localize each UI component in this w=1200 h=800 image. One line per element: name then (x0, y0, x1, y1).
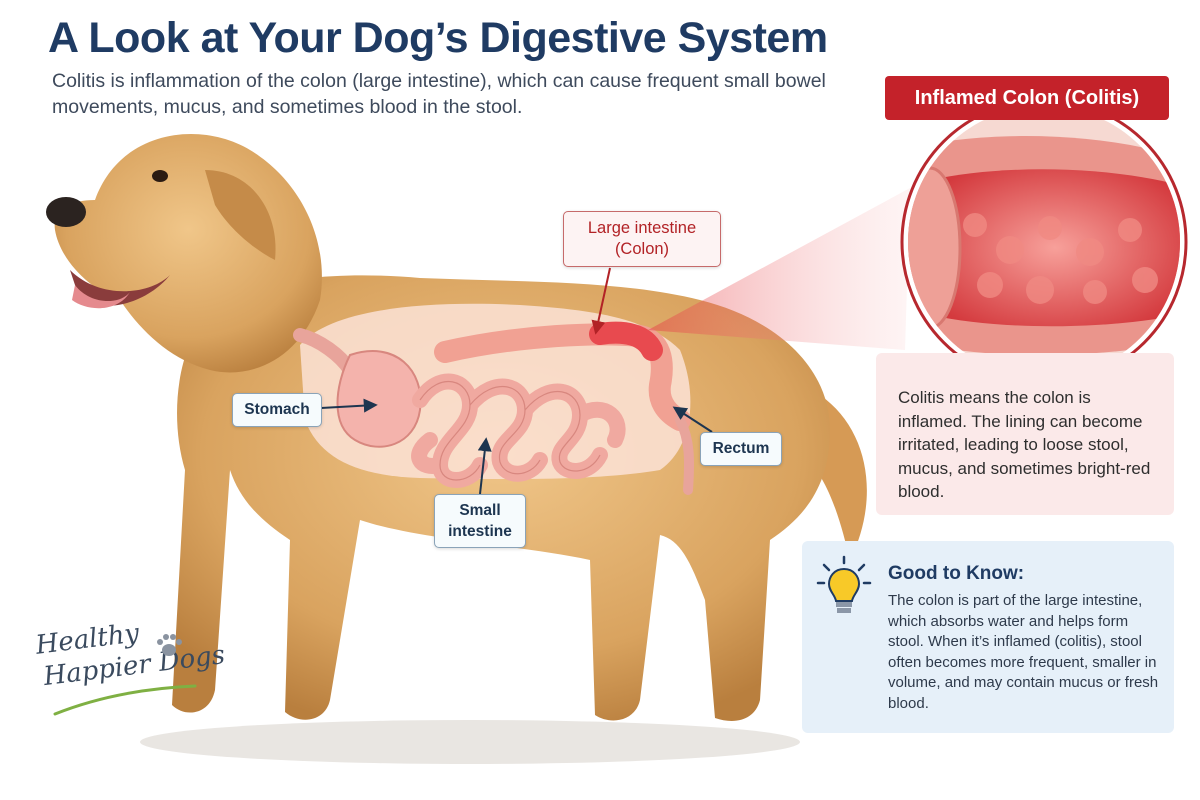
zoom-beam (648, 188, 910, 350)
colon-label-line2: (Colon) (614, 240, 670, 258)
dog-eye (152, 170, 168, 182)
good-to-know-title: Good to Know: (888, 563, 1025, 584)
inflamed-colon-tag: Inflamed Colon (Colitis) (885, 76, 1169, 120)
small-intestine-arrow (477, 437, 492, 495)
colitis-description: Colitis means the colon is inflamed. The… (876, 353, 1174, 515)
good-to-know-panel: Good to Know: The colon is part of the l… (802, 541, 1174, 733)
page-title: A Look at Your Dog’s Digestive System (48, 14, 828, 62)
zoom-circle (900, 98, 1188, 386)
small-intestine-outline (419, 381, 601, 481)
paw-print-icon (157, 634, 182, 656)
small-intestine-label: Small intestine (434, 494, 526, 548)
dog-head (54, 134, 322, 373)
dog-nose (46, 197, 86, 227)
page-subtitle: Colitis is inflammation of the colon (la… (52, 70, 826, 118)
rectum-label: Rectum (700, 432, 782, 466)
colon-label: Large intestine (Colon) (563, 211, 721, 267)
dog-mouth (70, 270, 170, 306)
stomach-label: Stomach (232, 393, 322, 427)
stomach-organ (336, 350, 422, 448)
stomach-arrow (320, 398, 378, 413)
rectum-arrow (672, 406, 713, 433)
colon-label-line1: Large intestine (587, 219, 697, 237)
digestive-organs (293, 321, 695, 495)
ground-shadow (140, 720, 800, 764)
lightbulb-icon (816, 555, 872, 613)
dog-ear (205, 170, 276, 260)
inflamed-section (589, 321, 663, 361)
dog-tongue (72, 285, 130, 309)
good-to-know-text: The colon is part of the large intestine… (888, 592, 1159, 712)
colon-arrow (591, 267, 611, 335)
logo-swoosh (53, 684, 197, 716)
rectum-organ (675, 415, 695, 495)
